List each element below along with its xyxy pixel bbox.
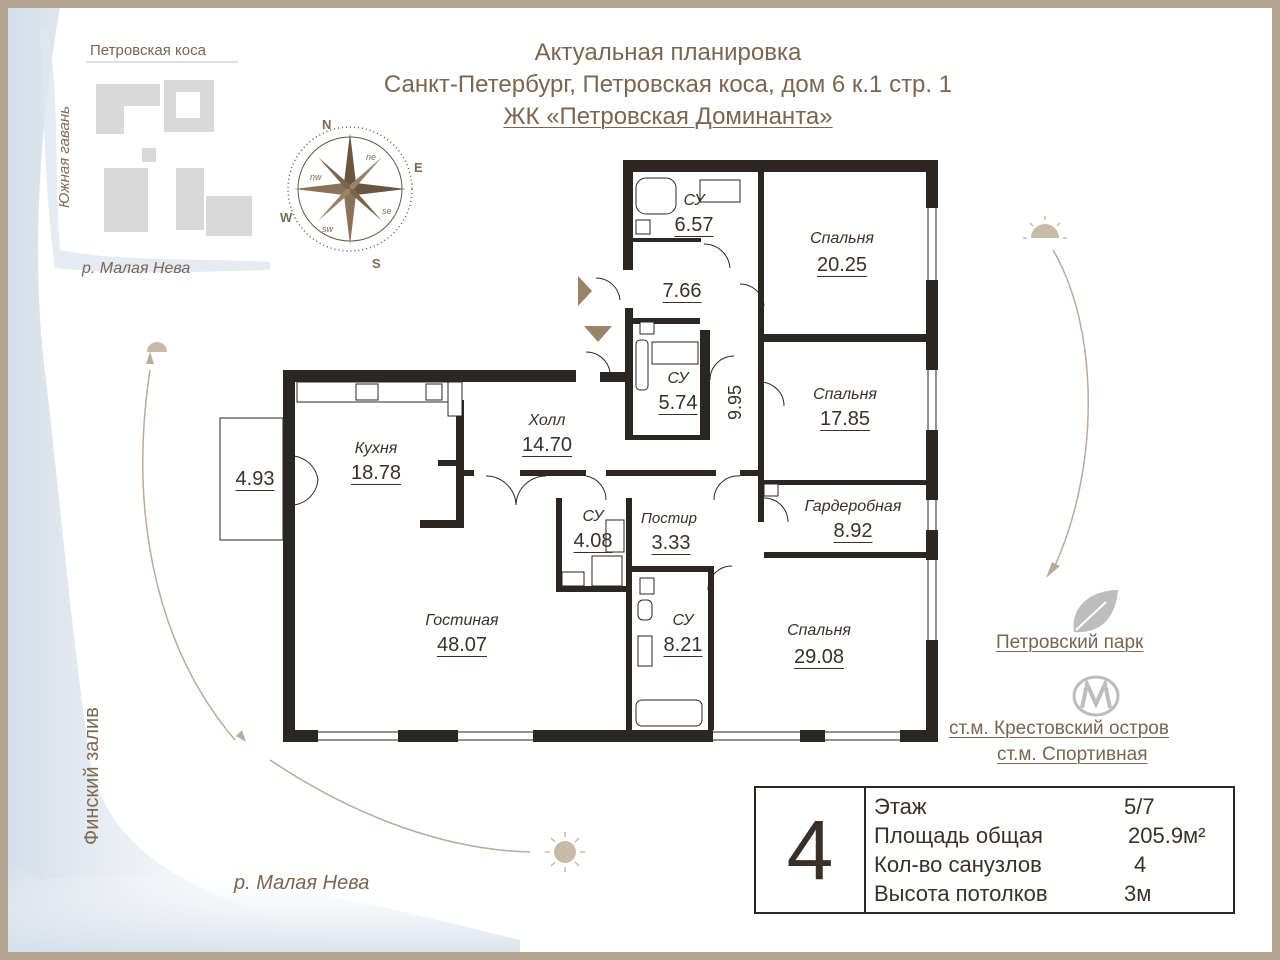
- arrow-head: [236, 730, 246, 742]
- floor-value: 5/7: [1124, 794, 1155, 819]
- room-area-laundry: 3.33: [651, 532, 691, 555]
- bathrooms-value: 4: [1134, 852, 1147, 877]
- apartment-info-box: 4 Этаж 5/7 Площадь общая 205.9м² Кол-во …: [754, 786, 1235, 914]
- exterior-walls: [283, 160, 938, 742]
- room-name-wardrobe: Гардеробная: [804, 498, 902, 515]
- room-name-bath4: СУ: [672, 612, 694, 629]
- gulf-label: Финский залив: [81, 707, 103, 845]
- room-name-bath3: СУ: [582, 508, 604, 525]
- compass-nw: nw: [310, 172, 322, 182]
- rooms-count: 4: [756, 788, 866, 912]
- sun-icon: [147, 342, 167, 352]
- room-name-living: Гостиная: [425, 612, 499, 629]
- room-area-hall: 14.70: [521, 434, 573, 457]
- room-name-hall: Холл: [528, 412, 566, 429]
- minimap: [86, 61, 252, 236]
- area-label-9-95: 9.95: [725, 385, 745, 420]
- area-value: 205.9м²: [1128, 823, 1206, 848]
- windows: [219, 208, 937, 741]
- floor-label: Этаж: [874, 794, 927, 819]
- room-name-bath2: СУ: [667, 370, 689, 387]
- room-name-bedroom3: Спальня: [787, 622, 851, 639]
- leaf-icon: [1073, 590, 1118, 633]
- room-area-bedroom2: 17.85: [819, 408, 871, 431]
- sun-path-arcs: [142, 249, 1089, 853]
- metro-icon: [1072, 675, 1120, 717]
- room-area-balcony: 4.93: [235, 468, 275, 491]
- compass-n: N: [322, 117, 331, 132]
- metro-link-sportivnaya[interactable]: ст.м. Спортивная: [997, 744, 1148, 765]
- entrance-marker: [578, 276, 592, 306]
- room-name-bedroom2: Спальня: [813, 386, 877, 403]
- room-area-wardrobe: 8.92: [833, 520, 873, 543]
- room-name-kitchen: Кухня: [354, 440, 398, 457]
- sun-icon: [545, 832, 585, 872]
- room-name-bath1: СУ: [683, 192, 705, 209]
- compass-w: W: [280, 210, 293, 225]
- fixtures: [296, 177, 779, 727]
- entrance-marker: [584, 326, 612, 342]
- river-label: р. Малая Нева: [234, 872, 370, 894]
- compass-e: E: [414, 160, 423, 175]
- address-line: Санкт-Петербург, Петровская коса, дом 6 …: [383, 71, 953, 98]
- park-link[interactable]: Петровский парк: [996, 632, 1144, 653]
- water-areas: [8, 8, 520, 952]
- room-area-bedroom1: 20.25: [816, 254, 868, 277]
- room-area-bath2: 5.74: [658, 392, 698, 415]
- compass-letters: N E S W: [280, 117, 423, 271]
- door-swings: [293, 243, 789, 591]
- area-label: Площадь общая: [874, 823, 1043, 848]
- compass-ne: ne: [366, 152, 376, 162]
- metro-link-krestovsky[interactable]: ст.м. Крестовский остров: [949, 718, 1169, 739]
- complex-name-link[interactable]: ЖК «Петровская Доминанта»: [503, 103, 833, 130]
- bathrooms-label: Кол-во санузлов: [874, 852, 1042, 877]
- compass-subletters: ne se sw nw: [310, 152, 392, 234]
- ceiling-height-value: 3м: [1124, 881, 1152, 906]
- compass-rose-icon: [287, 126, 413, 252]
- room-area-bath1: 6.57: [674, 214, 714, 237]
- minimap-side-label: Южная гавань: [56, 106, 73, 208]
- minimap-top-label: Петровская коса: [90, 42, 206, 59]
- room-area-living: 48.07: [436, 634, 488, 657]
- minimap-bottom-label: р. Малая Нева: [82, 260, 191, 277]
- room-area-corridor: 7.66: [662, 280, 702, 303]
- room-area-kitchen: 18.78: [350, 462, 402, 485]
- arrow-head: [146, 352, 154, 364]
- arrow-head: [1046, 562, 1060, 578]
- room-name-bedroom1: Спальня: [810, 230, 874, 247]
- room-name-laundry: Постир: [641, 510, 697, 527]
- interior-walls: [420, 172, 926, 742]
- compass-s: S: [372, 256, 381, 271]
- compass-sw: sw: [322, 224, 334, 234]
- room-area-bath4: 8.21: [663, 634, 703, 657]
- room-area-bedroom3: 29.08: [793, 646, 845, 669]
- sun-icon: [1023, 216, 1067, 239]
- ceiling-height-label: Высота потолков: [874, 881, 1048, 906]
- compass-se: se: [382, 206, 392, 216]
- room-area-bath3: 4.08: [573, 530, 613, 553]
- plan-title: Актуальная планировка: [534, 39, 802, 66]
